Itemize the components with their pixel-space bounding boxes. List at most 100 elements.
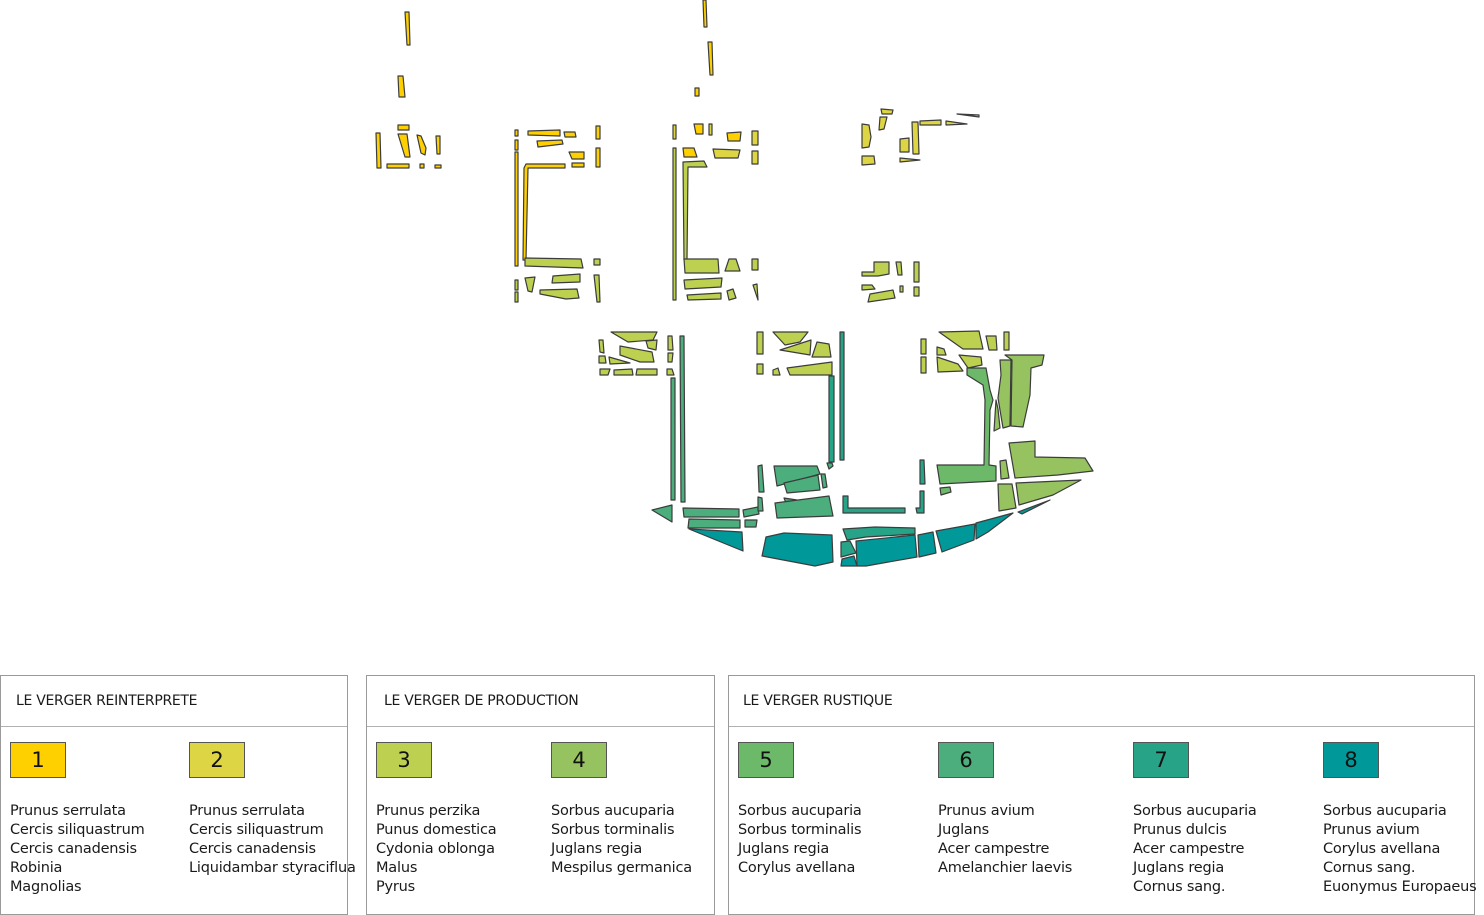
parcel [842,526,916,541]
parcel [975,512,1014,540]
parcel [920,338,927,355]
parcel [826,462,834,470]
parcel [397,75,406,98]
parcel [702,0,708,28]
species-item: Corylus avellana [1323,841,1441,857]
species-item: Cercis canadensis [189,841,316,857]
zone-3-parcels [514,147,1010,376]
parcel [751,150,759,165]
parcel [524,276,536,293]
parcel [1008,440,1094,479]
parcel [774,495,834,519]
species-list: Sorbus aucuparia Sorbus torminalis Jugla… [551,802,692,878]
species-item: Sorbus torminalis [551,822,675,838]
legend-zone-5: 5 Sorbus aucuparia Sorbus torminalis Jug… [738,742,862,878]
species-list: Sorbus aucuparia Sorbus torminalis Jugla… [738,802,862,878]
species-list: Prunus serrulata Cercis siliquastrum Cer… [189,802,356,878]
legend-zone-1: 1 Prunus serrulata Cercis siliquastrum C… [10,742,145,897]
species-item: Cydonia oblonga [376,841,495,857]
parcel [568,151,585,160]
parcel [598,355,607,364]
parcel [595,147,601,168]
parcel [752,283,759,301]
parcel [861,261,890,277]
species-list: Prunus serrulata Cercis siliquastrum Cer… [10,802,145,897]
parcel [651,504,673,523]
parcel [522,163,566,261]
species-item: Cercis siliquastrum [10,822,145,838]
parcel [712,148,741,159]
parcel [593,274,601,303]
legend-group-title: LE VERGER RUSTIQUE [743,693,893,709]
parcel [751,130,759,146]
parcel [670,377,676,501]
legend-group-title: LE VERGER REINTERPRETE [16,693,198,709]
zone-2-parcels [672,108,980,166]
parcel [679,335,686,503]
species-item: Juglans regia [738,841,830,857]
parcel [911,121,920,155]
zone-swatch: 4 [551,742,607,778]
zone-6-parcels [651,335,834,529]
species-item: Amelanchier laevis [938,860,1073,876]
parcel [404,11,411,46]
species-item: Acer campestre [938,841,1050,857]
species-item: Sorbus torminalis [738,822,862,838]
legend-group-reinterprete: LE VERGER REINTERPRETE 1 Prunus serrulat… [0,675,356,915]
parcel [956,113,980,118]
parcel [571,162,585,168]
parcel [878,116,888,131]
parcel [524,257,584,269]
zone-swatch: 1 [10,742,66,778]
species-item: Magnolias [10,879,82,895]
parcel [682,507,740,518]
parcel [828,375,835,463]
parcel [840,540,857,558]
species-item: Prunus dulcis [1133,822,1227,838]
species-list: Prunus avium Juglans Acer campestre Amel… [938,802,1072,878]
parcel [939,486,952,496]
parcel [682,147,698,158]
parcel [899,137,910,153]
parcel [880,108,894,115]
parcel [855,534,918,567]
parcel [1004,354,1045,428]
parcel [514,279,519,291]
parcel [672,124,677,140]
parcel [726,131,742,142]
species-item: Robinia [10,860,63,876]
parcel [707,41,714,76]
parcel [744,519,758,528]
legend-group-production: LE VERGER DE PRODUCTION 3 Prunus perzika… [366,675,715,915]
parcel [619,345,655,363]
parcel [687,518,741,529]
parcel [595,125,601,140]
parcel [779,339,812,356]
parcel [915,490,925,514]
parcel [514,129,519,137]
species-item: Malus [376,860,418,876]
parcel [514,291,519,303]
species-item: Punus domestica [376,822,497,838]
species-item: Sorbus aucuparia [738,803,862,819]
species-item: Liquidambar styraciflua [189,860,356,876]
species-list: Sorbus aucuparia Prunus dulcis Acer camp… [1133,802,1257,897]
parcel [919,119,942,126]
parcel [688,528,744,552]
parcel [635,368,658,376]
parcel [645,339,658,351]
parcel [772,331,809,346]
parcel [539,288,580,300]
parcel [593,258,601,266]
parcel [945,120,968,126]
legend-group-header: LE VERGER REINTERPRETE [1,676,347,727]
parcel [920,356,927,374]
parcel [416,134,427,156]
parcel [742,506,760,518]
species-item: Prunus perzika [376,803,481,819]
parcel [999,459,1010,480]
parcel [1017,499,1051,515]
legend-zone-6: 6 Prunus avium Juglans Acer campestre Am… [938,742,1072,878]
zone-swatch: 3 [376,742,432,778]
parcel [899,157,921,163]
